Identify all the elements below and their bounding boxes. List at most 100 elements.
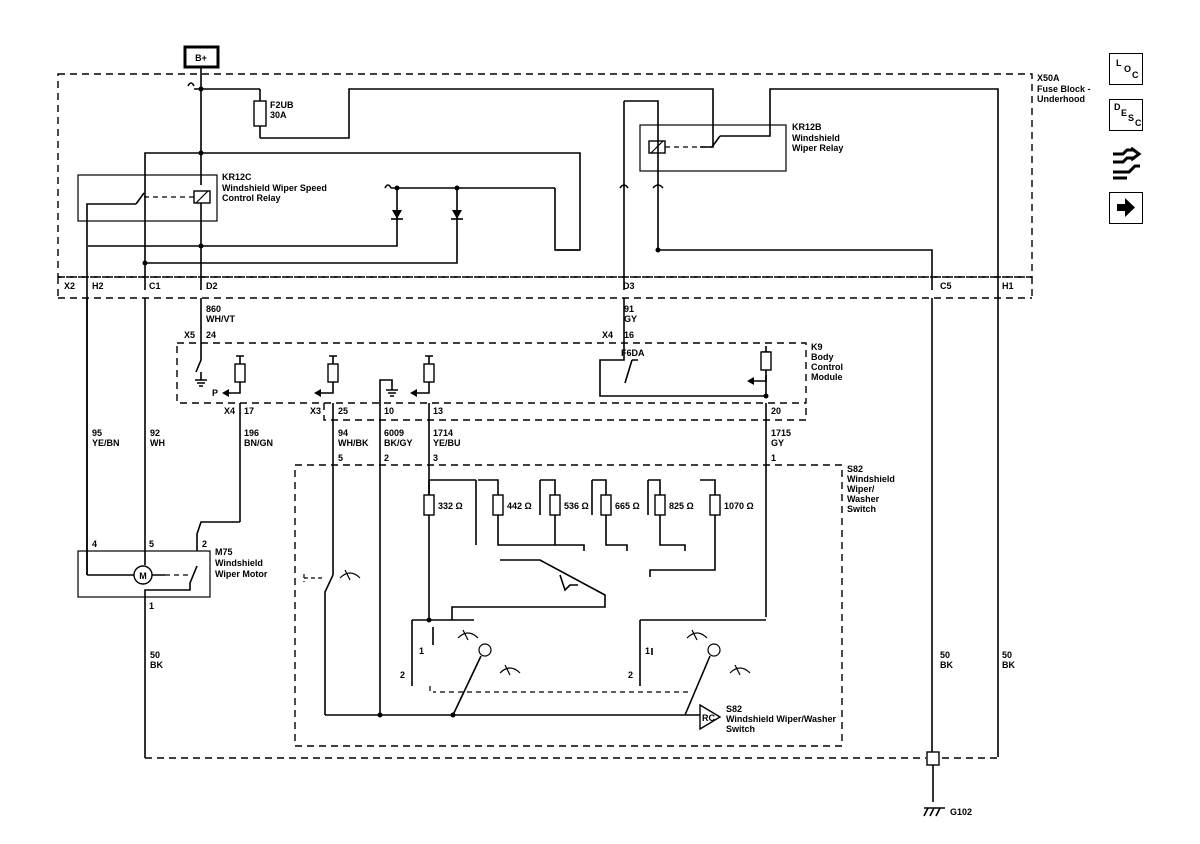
fuse-block-name: Fuse Block - [1037, 84, 1091, 94]
loc-letter-o: O [1124, 64, 1132, 74]
bcm-x4-top-pin: 16 [624, 330, 634, 340]
fuse-block-id: X50A [1037, 73, 1060, 83]
wire-91-circuit: 91 [624, 304, 634, 314]
wire-50-motor-circuit: 50 [150, 650, 160, 660]
wiper-symbol-icon [339, 569, 751, 676]
motor-pin-2: 2 [202, 539, 207, 549]
motor-id: M75 [215, 547, 233, 557]
bcm-pin-13: 13 [433, 406, 443, 416]
wire-860-color: WH/VT [206, 314, 235, 324]
wire-50-h1-color: BK [1002, 660, 1015, 670]
wire-1714-color: YE/BU [433, 438, 461, 448]
switch-name-1: Windshield [847, 474, 895, 484]
loc-letter-c: C [1132, 70, 1139, 80]
resistor-1-value: 332 Ω [438, 501, 463, 511]
pin-d2: D2 [206, 281, 218, 291]
switch-pin-5: 5 [338, 453, 343, 463]
switch-right-2: 2 [628, 670, 633, 680]
switch-pin-2: 2 [384, 453, 389, 463]
pin-c1: C1 [149, 281, 161, 291]
switch-name-bottom-2: Switch [726, 724, 755, 734]
connector-icon [1113, 146, 1142, 180]
bcm-name-3: Module [811, 372, 843, 382]
bcm-fuse: F6DA [621, 348, 645, 358]
desc-letter-e: E [1121, 108, 1128, 118]
ground-icon [923, 807, 945, 817]
wire-6009-circuit: 6009 [384, 428, 404, 438]
resistor-4-value: 665 Ω [615, 501, 640, 511]
wire-50-h1-circuit: 50 [1002, 650, 1012, 660]
wire-1714-circuit: 1714 [433, 428, 453, 438]
wire-50-motor-color: BK [150, 660, 163, 670]
bcm-pin-10: 10 [384, 406, 394, 416]
wire-1715-circuit: 1715 [771, 428, 791, 438]
wire-196-circuit: 196 [244, 428, 259, 438]
rc-triangle [699, 703, 722, 731]
bcm-name-2: Control [811, 362, 843, 372]
resistor-2-value: 442 Ω [507, 501, 532, 511]
wire-94-circuit: 94 [338, 428, 348, 438]
switch-left-2: 2 [400, 670, 405, 680]
ground-id: G102 [950, 807, 972, 817]
relay-kr12c-name: Windshield Wiper Speed [222, 183, 327, 193]
switch-left-1: 1 [419, 646, 424, 656]
wire-95-circuit: 95 [92, 428, 102, 438]
connector-x2: X2 [64, 281, 75, 291]
bcm-outline [176, 342, 807, 404]
bcm-x4: X4 [224, 406, 235, 416]
switch-id: S82 [847, 464, 863, 474]
forward-arrow-icon [1117, 198, 1135, 217]
pin-h2: H2 [92, 281, 104, 291]
switch-id-2: S82 [726, 704, 742, 714]
bcm-x5-pin: 24 [206, 330, 216, 340]
switch-outline [294, 464, 843, 747]
relay-kr12b-id: KR12B [792, 122, 822, 132]
switch-rc: RC [702, 713, 715, 723]
location-button[interactable]: L O C [1109, 53, 1143, 85]
relay-kr12c-id: KR12C [222, 172, 252, 182]
switch-right-1: 1 [645, 646, 650, 656]
motor-name-1: Windshield [215, 558, 263, 568]
relay-kr12c-box [77, 174, 218, 222]
wire-196-color: BN/GN [244, 438, 273, 448]
motor-m: M [139, 571, 147, 581]
motor-box [77, 550, 211, 598]
motor-name-2: Wiper Motor [215, 569, 268, 579]
battery-positive-label: B+ [195, 53, 207, 63]
connector-button[interactable] [1109, 144, 1143, 184]
bcm-x5: X5 [184, 330, 195, 340]
motor-pin-1: 1 [149, 601, 154, 611]
wire-92-color: WH [150, 438, 165, 448]
bcm-x4-top: X4 [602, 330, 613, 340]
wire-6009-color: BK/GY [384, 438, 413, 448]
fuse-rating: 30A [270, 110, 287, 120]
wire-1715-color: GY [771, 438, 784, 448]
bcm-pin-25: 25 [338, 406, 348, 416]
bcm-id: K9 [811, 342, 823, 352]
switch-name-bottom: Windshield Wiper/Washer [726, 714, 837, 724]
switch-name-4: Switch [847, 504, 876, 514]
relay-kr12c-name-2: Control Relay [222, 193, 281, 203]
wire-50-c5-circuit: 50 [940, 650, 950, 660]
fuse-id: F2UB [270, 100, 294, 110]
resistor-5-value: 825 Ω [669, 501, 694, 511]
wire-95-color: YE/BN [92, 438, 120, 448]
description-button[interactable]: D E S C [1109, 99, 1143, 131]
motor-pin-4: 4 [92, 539, 97, 549]
wire-50-c5-color: BK [940, 660, 953, 670]
wire-94-color: WH/BK [338, 438, 369, 448]
bcm-name: Body [811, 352, 834, 362]
desc-letter-s: S [1128, 113, 1135, 123]
wire-860-circuit: 860 [206, 304, 221, 314]
relay-kr12b-name-2: Wiper Relay [792, 143, 843, 153]
bcm-x3: X3 [310, 406, 321, 416]
relay-kr12b-name: Windshield [792, 133, 840, 143]
switch-name-3: Washer [847, 494, 880, 504]
loc-letter-l: L [1116, 58, 1122, 68]
forward-button[interactable] [1109, 192, 1143, 224]
fuse-block-name-2: Underhood [1037, 94, 1085, 104]
bcm-x4-pin: 17 [244, 406, 254, 416]
switch-pin-1: 1 [771, 453, 776, 463]
pin-h1: H1 [1002, 281, 1014, 291]
